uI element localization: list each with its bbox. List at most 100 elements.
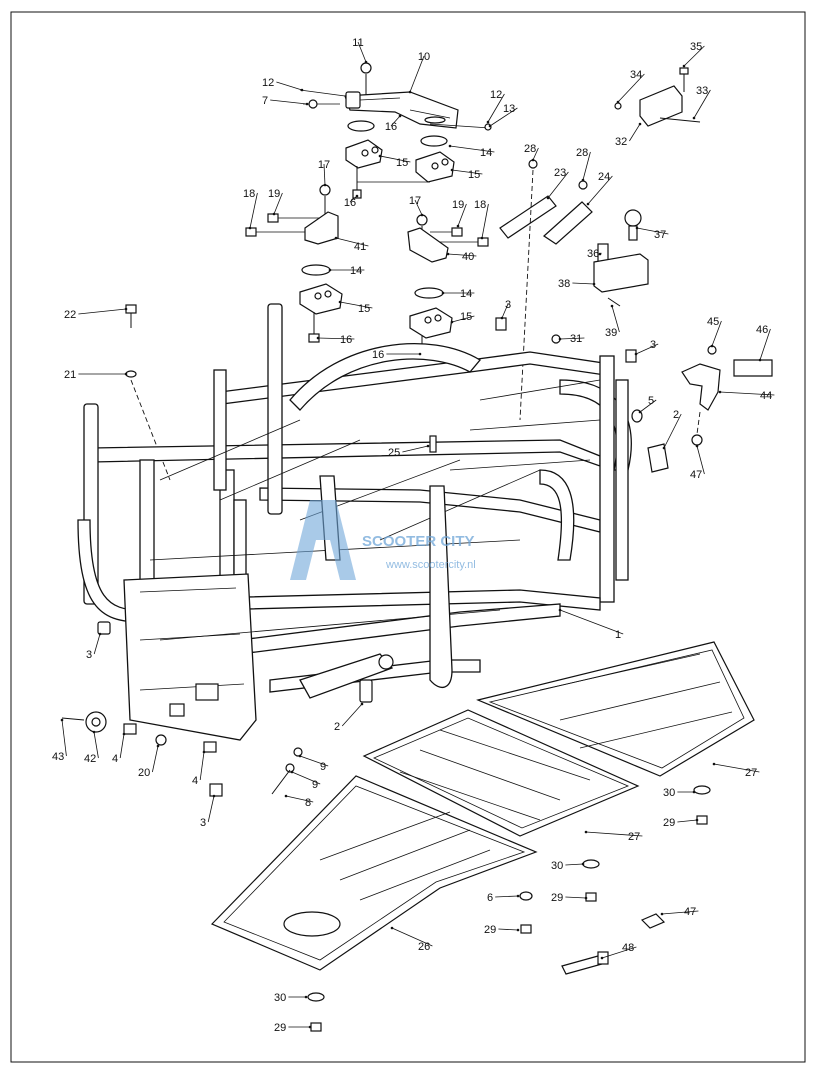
hitch-parts-32-39 (593, 67, 701, 307)
callout-leader-dot (378, 154, 382, 158)
callout-label: 12 (262, 77, 274, 89)
callout-label: 47 (690, 469, 702, 481)
callout-label: 45 (707, 316, 719, 328)
callout-leader-dot (682, 64, 686, 68)
callout-leader-3 (207, 795, 215, 823)
callout-leader-dot (710, 344, 714, 348)
callout-label: 28 (524, 143, 536, 155)
callout-leader-dot (581, 862, 585, 866)
callout-label: 9 (312, 779, 318, 791)
callout-label: 29 (663, 817, 675, 829)
callout-leader-17 (323, 163, 326, 186)
callout-leader-17 (414, 199, 423, 216)
callout-label: 8 (305, 797, 311, 809)
watermark: SCOOTER CITY www.scootercity.nl (290, 500, 476, 580)
callout-leader-dot (450, 320, 454, 324)
callout-leader-dot (398, 114, 402, 118)
callout-leader-20 (152, 745, 159, 773)
callout-leader-dot (598, 252, 602, 256)
callout-label: 20 (138, 767, 150, 779)
callout-label: 23 (554, 167, 566, 179)
callout-leader-dot (500, 316, 504, 320)
callout-leader-dot (692, 790, 696, 794)
callout-label: 39 (605, 327, 617, 339)
callout-leader-dot (355, 194, 359, 198)
callout-leader-48 (601, 946, 637, 959)
skid-plate-27-upper (476, 641, 755, 777)
callout-leader-dot (212, 794, 216, 798)
callout-leader-9 (299, 755, 329, 767)
callout-label: 5 (648, 395, 654, 407)
callout-leader-12 (276, 81, 303, 91)
callout-leader-dot (450, 168, 454, 172)
callout-label: 2 (673, 409, 679, 421)
callout-leader-dot (420, 213, 424, 217)
callout-label: 29 (274, 1022, 286, 1034)
callout-label: 27 (745, 767, 757, 779)
bracket-44-assembly (681, 345, 773, 446)
upper-mount-pads (345, 120, 455, 199)
callout-label: 47 (684, 906, 696, 918)
callout-label: 15 (468, 169, 480, 181)
callout-leader-6 (495, 895, 519, 898)
callout-leader-dot (634, 352, 638, 356)
callout-leader-30 (565, 863, 584, 866)
callout-leader-dot (272, 212, 276, 216)
callout-label: 48 (622, 942, 634, 954)
callout-leader-dot (712, 762, 716, 766)
callout-leader-dot (248, 226, 252, 230)
callout-leader-dot (60, 718, 64, 722)
callout-leader-26 (391, 927, 433, 947)
callout-leader-dot (660, 912, 664, 916)
callout-label: 4 (112, 753, 118, 765)
callout-leader-dot (328, 268, 332, 272)
callout-label: 11 (352, 37, 363, 49)
callout-leader-dot (692, 116, 696, 120)
callout-leader-27 (713, 763, 760, 773)
callout-label: 18 (243, 188, 255, 200)
callout-leader-41 (335, 237, 369, 247)
callout-leader-24 (587, 175, 613, 205)
callout-leader-dot (290, 770, 294, 774)
callout-label: 24 (598, 171, 610, 183)
callout-label: 18 (474, 199, 486, 211)
callout-leader-dot (446, 252, 450, 256)
callout-leader-dot (488, 124, 492, 128)
callout-leader-dot (284, 794, 288, 798)
callout-leader-9 (291, 771, 321, 785)
callout-label: 16 (372, 349, 384, 361)
callout-leader-dot (584, 896, 588, 900)
callout-leader-18 (249, 192, 258, 229)
callout-leader-3 (635, 343, 659, 355)
callout-leader-dot (480, 236, 484, 240)
callout-leader-dot (124, 372, 128, 376)
callout-leader-4 (119, 733, 125, 759)
callout-leader-dot (546, 196, 550, 200)
callout-leader-15 (451, 315, 475, 323)
callout-leader-dot (581, 178, 585, 182)
callout-label: 40 (462, 251, 474, 263)
callout-leader-dot (616, 100, 620, 104)
callout-leaders (60, 41, 775, 1029)
callout-label: 26 (418, 941, 430, 953)
callout-label: 14 (350, 265, 362, 277)
callout-leader-28 (582, 151, 591, 181)
callout-leader-4 (199, 751, 205, 781)
callout-leader-29 (677, 819, 698, 823)
callout-leader-dot (695, 818, 699, 822)
callout-leader-29 (565, 896, 587, 899)
drawing-border (10, 11, 806, 1063)
callout-label: 1 (615, 629, 621, 641)
callout-leader-13 (489, 107, 518, 127)
callout-leader-dot (92, 730, 96, 734)
callout-leader-dot (695, 444, 699, 448)
callout-label: 7 (262, 95, 268, 107)
skid-plate-27-lower (362, 709, 640, 837)
watermark-logo-icon (290, 500, 356, 580)
callout-label: 3 (200, 817, 206, 829)
callout-leader-16 (349, 195, 358, 203)
callout-label: 19 (268, 188, 280, 200)
callout-leader-16 (390, 115, 401, 127)
callout-label: 41 (354, 241, 366, 253)
